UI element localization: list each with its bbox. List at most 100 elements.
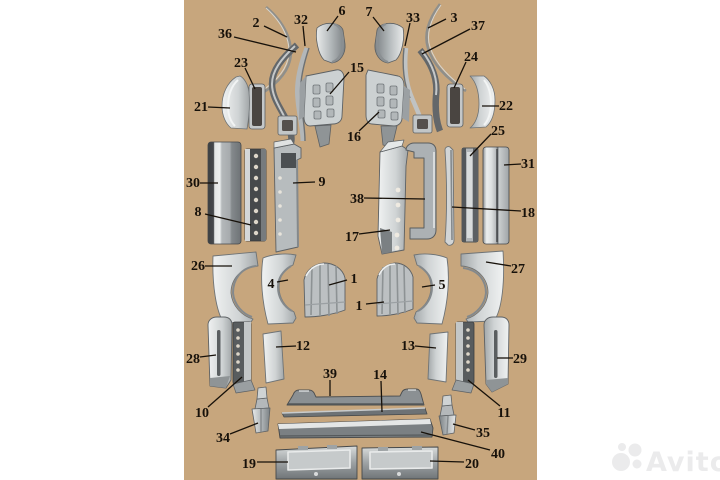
part-28-pillar-lower xyxy=(207,316,233,389)
callout-label-21: 21 xyxy=(194,100,208,115)
callout-label-16: 16 xyxy=(347,130,361,145)
small-bracket-right xyxy=(412,114,433,134)
part-7-bracket xyxy=(374,22,404,64)
part-25-edge-strip xyxy=(461,147,479,243)
callout-label-26: 26 xyxy=(191,259,205,274)
callout-label-32: 32 xyxy=(294,13,308,28)
part-24-pillar-strip xyxy=(446,83,464,128)
callout-line-34 xyxy=(229,422,259,435)
callout-label-31: 31 xyxy=(521,157,535,172)
avito-watermark: Avito xyxy=(612,443,720,478)
avito-logo-circle-top xyxy=(628,443,642,457)
callout-line-8 xyxy=(204,213,252,226)
callout-line-6 xyxy=(326,15,339,32)
part-34-bracket xyxy=(251,386,271,434)
avito-wordmark: Avito xyxy=(646,447,720,478)
part-26-arch-shade xyxy=(232,265,257,318)
callout-label-37: 37 xyxy=(471,19,485,34)
small-bracket-left xyxy=(277,115,298,136)
callout-label-38: 38 xyxy=(350,192,364,207)
part-14-sill-strip xyxy=(281,407,428,418)
part-30-sill-panel xyxy=(207,141,242,245)
callout-label-5: 5 xyxy=(439,278,446,293)
callout-label-15: 15 xyxy=(350,61,364,76)
callout-label-34: 34 xyxy=(216,431,230,446)
callout-label-7: 7 xyxy=(366,5,373,20)
callout-label-18: 18 xyxy=(521,206,535,221)
callout-line-7 xyxy=(372,16,385,32)
callout-label-22: 22 xyxy=(499,99,513,114)
callout-label-6: 6 xyxy=(339,4,346,19)
callout-line-15 xyxy=(329,71,350,95)
part-40-rocker-sill xyxy=(277,418,434,439)
part-9-pillar-panel xyxy=(273,138,302,253)
callout-label-2: 2 xyxy=(253,16,260,31)
callout-line-5 xyxy=(421,284,436,288)
callout-label-19: 19 xyxy=(242,457,256,472)
callout-line-10 xyxy=(207,376,243,408)
part-37-arch-channel xyxy=(417,47,444,133)
callout-label-35: 35 xyxy=(476,426,490,441)
callout-line-27 xyxy=(485,261,512,267)
callout-line-20 xyxy=(429,460,465,463)
callout-line-17 xyxy=(358,229,391,235)
callout-label-1: 1 xyxy=(356,299,363,314)
callout-label-8: 8 xyxy=(195,205,202,220)
callout-label-3: 3 xyxy=(451,11,458,26)
part-20-step-panel xyxy=(361,446,439,480)
callout-label-14: 14 xyxy=(373,368,387,383)
callout-label-36: 36 xyxy=(218,27,232,42)
callout-label-17: 17 xyxy=(345,230,359,245)
callout-label-10: 10 xyxy=(195,406,209,421)
callout-line-12 xyxy=(275,345,297,348)
callout-label-39: 39 xyxy=(323,367,337,382)
callout-line-40 xyxy=(420,431,491,451)
callout-line-36 xyxy=(233,36,297,53)
callout-line-1 xyxy=(365,301,385,305)
callout-line-24 xyxy=(453,61,467,89)
part-8-holed-strip xyxy=(244,148,267,242)
callout-label-4: 4 xyxy=(268,277,275,292)
callout-line-35 xyxy=(452,423,476,431)
callout-label-24: 24 xyxy=(464,50,478,65)
part-12-taper-panel xyxy=(262,330,285,384)
part-29-pillar-lower xyxy=(483,316,510,393)
callout-line-3 xyxy=(427,18,447,29)
avito-logo-circle-tiny xyxy=(618,443,626,451)
callout-line-9 xyxy=(292,181,316,184)
part-27-quarter-panel xyxy=(460,250,505,323)
part-18-curved-strip xyxy=(444,146,455,246)
callout-line-13 xyxy=(414,345,437,349)
callout-label-12: 12 xyxy=(296,339,310,354)
part-5-arch-shade xyxy=(417,265,433,312)
callout-label-28: 28 xyxy=(186,352,200,367)
callout-line-18 xyxy=(451,206,522,212)
callout-label-20: 20 xyxy=(465,457,479,472)
part-22-highlight xyxy=(483,79,492,126)
callout-label-30: 30 xyxy=(186,176,200,191)
callout-label-25: 25 xyxy=(491,124,505,139)
part-6-shade xyxy=(331,23,344,63)
callout-line-21 xyxy=(207,106,231,109)
callout-line-1 xyxy=(328,279,348,286)
callout-line-38 xyxy=(363,197,426,200)
part-11-holed-strip-lower xyxy=(451,321,475,394)
callout-line-25 xyxy=(469,133,492,157)
callout-label-29: 29 xyxy=(513,352,527,367)
callout-label-9: 9 xyxy=(319,175,326,190)
parts-layer xyxy=(207,3,510,480)
part-3-drip-rail xyxy=(425,3,467,93)
part-23-pillar-strip xyxy=(248,83,266,130)
part-17-pillar-panel xyxy=(377,139,409,255)
part-7-shade xyxy=(376,23,389,63)
part-31-sill-panel xyxy=(482,146,510,245)
part-19-step-panel xyxy=(275,445,358,480)
callout-line-31 xyxy=(503,163,522,166)
avito-logo-circle-small xyxy=(632,459,642,469)
part-1-ribbed-arch-right xyxy=(376,262,414,317)
callout-label-23: 23 xyxy=(234,56,248,71)
callout-label-1: 1 xyxy=(351,272,358,287)
